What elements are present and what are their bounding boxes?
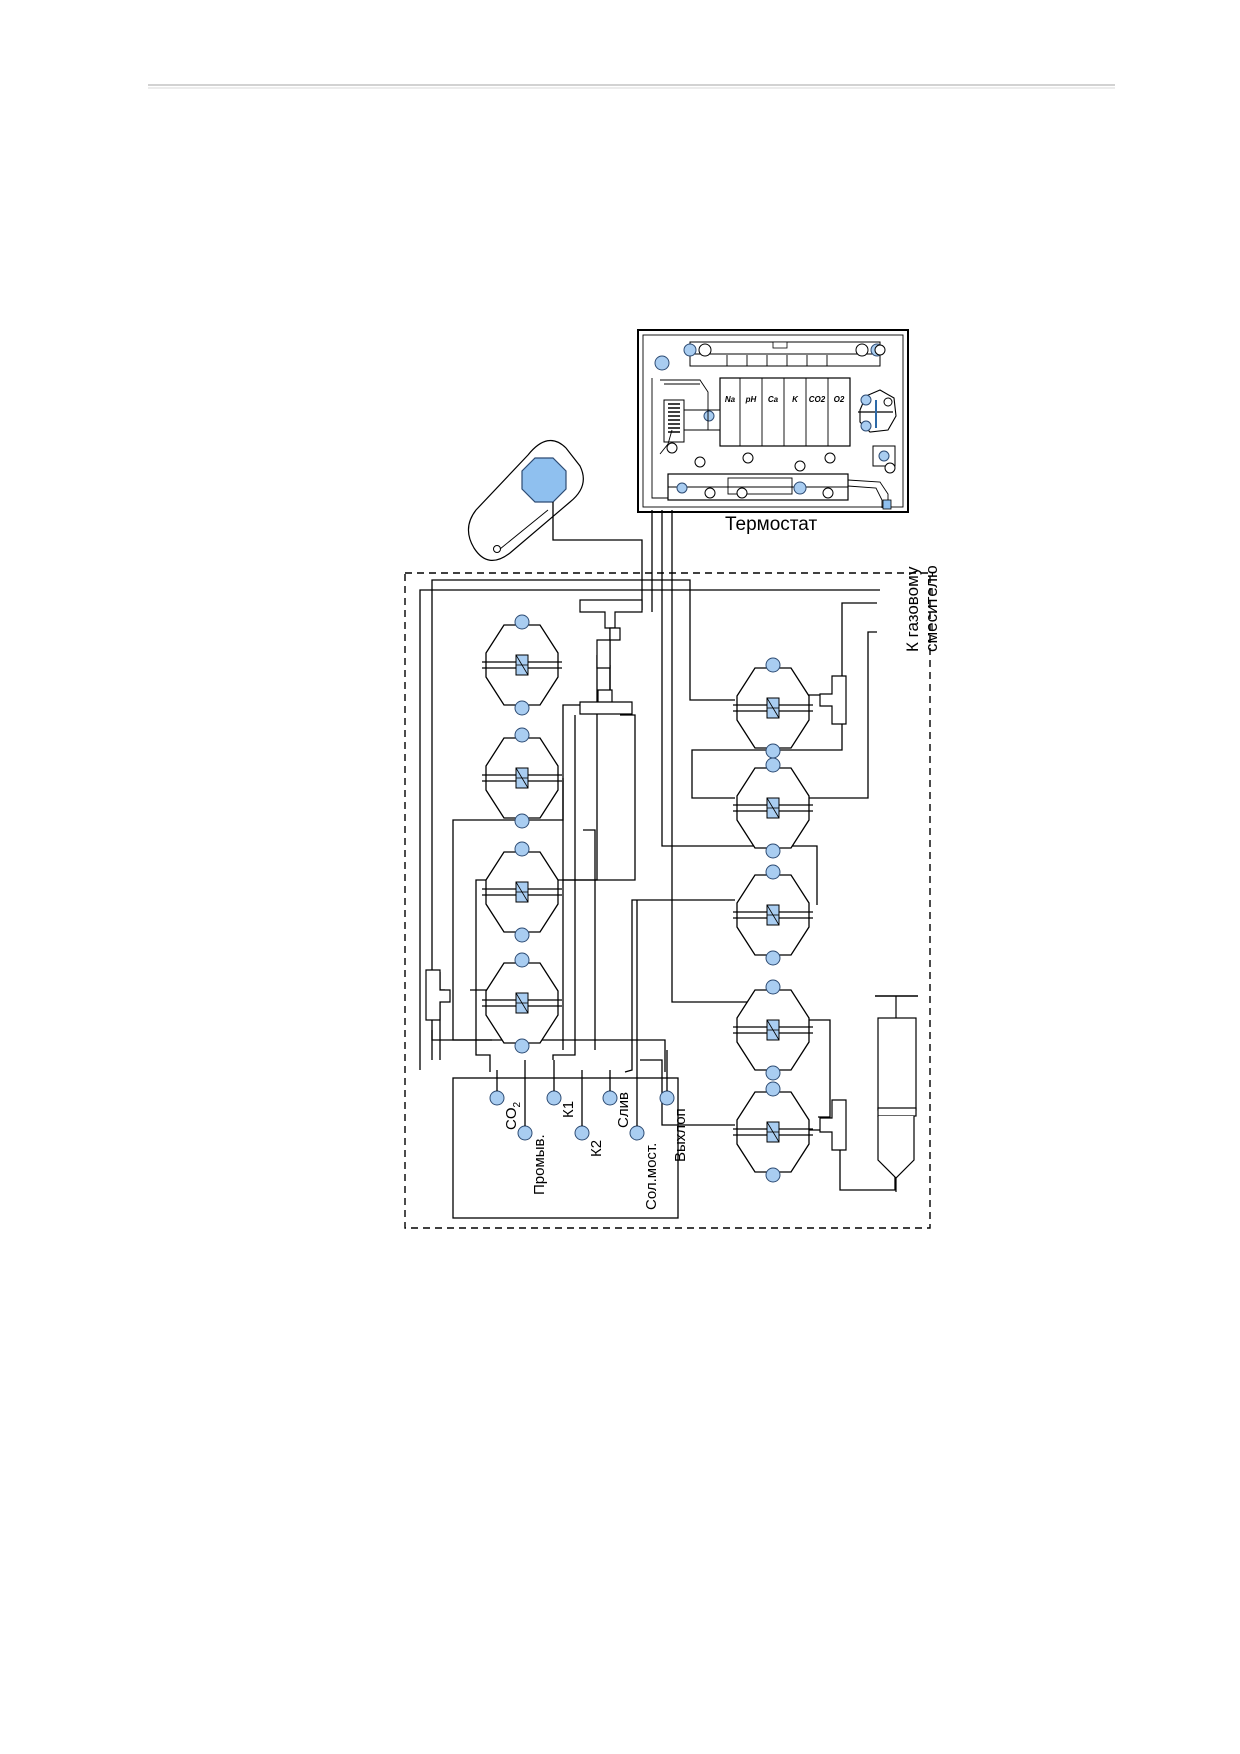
pinch-valve-5 [733, 657, 813, 759]
tee-connector-icon [579, 689, 633, 715]
clamp-icon [872, 445, 896, 467]
tubing-network [419, 502, 896, 1191]
pinch-valves [482, 614, 813, 1183]
electrode-label-k: K [792, 395, 799, 404]
screw-icon [824, 452, 836, 464]
valve-bottom-port-icon [514, 927, 530, 943]
label-sol-most: Сол.мост. [643, 1143, 660, 1210]
capsule-port-icon [493, 545, 501, 553]
screw-icon [794, 460, 806, 472]
label-sliv-text: Слив [615, 1092, 632, 1128]
electrode-stack [719, 377, 851, 447]
flow-port-icon [793, 481, 807, 495]
valve-top-port-icon [765, 757, 781, 773]
tee-connectors [425, 599, 847, 1151]
screw-icon [884, 462, 896, 474]
thermostat-label: Термостат [725, 514, 817, 535]
syringe-icon [875, 995, 918, 1192]
label-k1: К1 [560, 1101, 577, 1118]
label-k1-text: К1 [560, 1101, 577, 1118]
thermostat-block: Na pH Ca K CO2 O2 [637, 329, 909, 513]
bottom-ports [489, 900, 675, 1141]
tee-connector-icon [579, 599, 643, 629]
oxygen-sensor-icon [858, 389, 897, 433]
electrode-label-ph: pH [745, 395, 757, 404]
gas-mixer-label-line2: смесителю [922, 565, 941, 652]
pinch-valve-7 [733, 864, 813, 966]
label-vyhlop: Выхлоп [672, 1108, 689, 1162]
valve-bottom-port-icon [765, 950, 781, 966]
inlet-port-icon [683, 343, 697, 357]
gas-mixer-label-line1: К газовому [903, 566, 922, 652]
label-sol-most-text: Сол.мост. [643, 1143, 660, 1210]
flow-port-icon [676, 482, 688, 494]
valve-top-port-icon [765, 864, 781, 880]
screw-icon [742, 452, 754, 464]
valve-bottom-port-icon [514, 813, 530, 829]
pinch-valve-4 [482, 952, 562, 1054]
screw-icon [666, 442, 678, 454]
electrode-label-na: Na [725, 395, 736, 404]
pinch-valve-9 [733, 1081, 813, 1183]
valve-top-port-icon [765, 1081, 781, 1097]
spring-icon [663, 399, 721, 443]
pinch-valve-6 [733, 757, 813, 859]
screw-icon [704, 487, 716, 499]
valve-bottom-port-icon [514, 1038, 530, 1054]
screw-icon [822, 487, 834, 499]
label-co2-text: CO [503, 1108, 520, 1131]
label-promyv-text: Промыв. [531, 1134, 548, 1195]
valve-bottom-port-icon [765, 1167, 781, 1183]
label-sliv: Слив [615, 1092, 632, 1128]
screw-icon [694, 456, 706, 468]
valve-top-port-icon [514, 841, 530, 857]
valve-top-port-icon [514, 952, 530, 968]
reservoir-capsule [467, 439, 584, 561]
label-promyv: Промыв. [531, 1134, 548, 1195]
valve-block-housing [404, 572, 931, 1229]
tee-connector-icon [596, 627, 621, 669]
pump-head-icon [521, 457, 567, 503]
port-k1-icon [546, 1090, 562, 1106]
valve-top-port-icon [514, 727, 530, 743]
port-vyhlop-icon [659, 1090, 675, 1106]
tee-connector-icon [425, 969, 451, 1021]
port-k2-icon [574, 1125, 590, 1141]
screw-icon [855, 343, 869, 357]
port-promyv-icon [517, 1125, 533, 1141]
pinch-valve-3 [482, 841, 562, 943]
valve-bottom-port-icon [765, 843, 781, 859]
screw-icon [736, 487, 748, 499]
screw-icon [698, 343, 712, 357]
label-co2-sub: 2 [512, 1102, 523, 1108]
valve-bottom-port-icon [514, 700, 530, 716]
pinch-valve-1 [482, 614, 562, 716]
label-co2: CO2 [503, 1102, 523, 1131]
electrode-label-ca: Ca [768, 395, 779, 404]
port-panel [452, 1077, 679, 1219]
tee-connector-icon [819, 1099, 847, 1151]
valve-top-port-icon [514, 614, 530, 630]
corner-port-icon [654, 355, 670, 371]
port-co2-icon [489, 1090, 505, 1106]
gas-mixer-label: К газовому смесителю [903, 565, 941, 652]
valve-top-port-icon [765, 979, 781, 995]
valve-top-port-icon [765, 657, 781, 673]
pinch-valve-8 [733, 979, 813, 1081]
label-vyhlop-text: Выхлоп [672, 1108, 689, 1162]
top-connectors [726, 355, 828, 366]
label-k2-text: К2 [588, 1140, 605, 1157]
valve-bottom-port-icon [765, 1065, 781, 1081]
valve-bottom-port-icon [765, 743, 781, 759]
screw-icon [874, 344, 886, 356]
port-sol-most-icon [629, 1125, 645, 1141]
pinch-valve-2 [482, 727, 562, 829]
electrode-label-co2: CO2 [809, 395, 826, 404]
electrode-label-o2: O2 [834, 395, 845, 404]
svg-text:CO2: CO2 [503, 1102, 523, 1131]
label-k2: К2 [588, 1140, 605, 1157]
tee-connector-icon [819, 675, 847, 725]
